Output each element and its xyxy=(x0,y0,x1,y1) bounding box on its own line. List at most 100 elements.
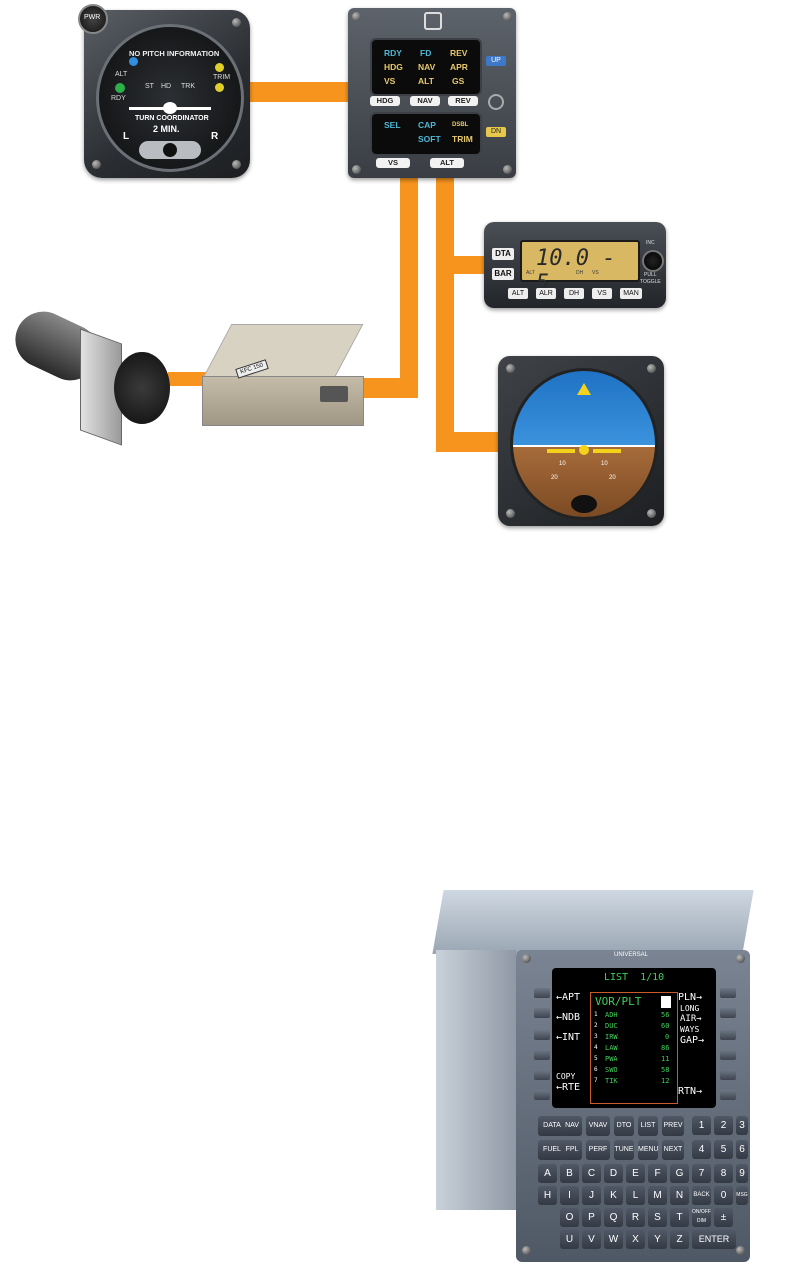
man-button[interactable]: MAN xyxy=(620,288,642,299)
key-t[interactable]: T xyxy=(670,1208,689,1227)
key-0[interactable]: 0 xyxy=(714,1186,733,1205)
key-tune[interactable]: TUNE xyxy=(614,1140,634,1160)
up-button[interactable]: UP xyxy=(486,56,506,66)
nav-button[interactable]: NAV xyxy=(410,96,440,106)
key-e[interactable]: E xyxy=(626,1164,645,1183)
key-o[interactable]: O xyxy=(560,1208,579,1227)
key-r[interactable]: R xyxy=(626,1208,645,1227)
key-data[interactable]: DATA xyxy=(538,1116,566,1136)
key-perf[interactable]: PERF xyxy=(586,1140,610,1160)
vs-button[interactable]: VS xyxy=(376,158,410,168)
key-1[interactable]: 1 xyxy=(692,1116,711,1135)
list-item[interactable]: LAW xyxy=(605,1044,618,1052)
key-on-off-dim[interactable]: ON/OFF DIM xyxy=(692,1208,711,1227)
list-item[interactable]: IRW xyxy=(605,1033,618,1041)
list-num: 7 xyxy=(594,1077,598,1084)
lsk-left-2[interactable] xyxy=(534,1008,550,1018)
key-j[interactable]: J xyxy=(582,1186,601,1205)
key-vnav[interactable]: VNAV xyxy=(586,1116,610,1136)
key-dto[interactable]: DTO xyxy=(614,1116,634,1136)
key-f[interactable]: F xyxy=(648,1164,667,1183)
tc-left-label: L xyxy=(123,131,130,142)
label-rte: ←RTE xyxy=(556,1082,581,1093)
trim-knob-icon[interactable] xyxy=(488,94,504,110)
key-next[interactable]: NEXT xyxy=(662,1140,684,1160)
key-fuel[interactable]: FUEL xyxy=(538,1140,566,1160)
list-box: VOR/PLT 1 2 3 4 5 6 7 ADH DUC IRW LAW PW… xyxy=(590,992,678,1104)
key-4[interactable]: 4 xyxy=(692,1140,711,1159)
key-9[interactable]: 9 xyxy=(736,1164,748,1183)
vs-sel-button[interactable]: VS xyxy=(592,288,612,299)
key-b[interactable]: B xyxy=(560,1164,579,1183)
list-item[interactable]: DUC xyxy=(605,1022,618,1030)
lsk-left-5[interactable] xyxy=(534,1070,550,1080)
key-menu[interactable]: MENU xyxy=(638,1140,659,1160)
dh-button[interactable]: DH xyxy=(564,288,584,299)
key-plus-minus[interactable]: ± xyxy=(714,1208,733,1227)
key-x[interactable]: X xyxy=(626,1230,645,1249)
key-h[interactable]: H xyxy=(538,1186,557,1205)
key-z[interactable]: Z xyxy=(670,1230,689,1249)
key-d[interactable]: D xyxy=(604,1164,623,1183)
selector-knob[interactable] xyxy=(642,250,664,272)
key-u[interactable]: U xyxy=(560,1230,579,1249)
key-7[interactable]: 7 xyxy=(692,1164,711,1183)
cursor-box xyxy=(661,996,671,1008)
lsk-left-6[interactable] xyxy=(534,1090,550,1100)
key-w[interactable]: W xyxy=(604,1230,623,1249)
lsk-left-1[interactable] xyxy=(534,988,550,998)
key-back[interactable]: BACK xyxy=(692,1186,711,1205)
key-p[interactable]: P xyxy=(582,1208,601,1227)
key-i[interactable]: I xyxy=(560,1186,579,1205)
alr-button[interactable]: ALR xyxy=(536,288,556,299)
attitude-knob[interactable] xyxy=(571,495,597,513)
key-n[interactable]: N xyxy=(670,1186,689,1205)
lsk-right-5[interactable] xyxy=(720,1070,736,1080)
key-nav[interactable]: NAV xyxy=(562,1116,582,1136)
key-2[interactable]: 2 xyxy=(714,1116,733,1135)
key-a[interactable]: A xyxy=(538,1164,557,1183)
key-v[interactable]: V xyxy=(582,1230,601,1249)
sky-pointer-icon xyxy=(577,383,591,395)
lsk-left-4[interactable] xyxy=(534,1050,550,1060)
power-knob[interactable]: PWR xyxy=(78,4,108,34)
lsk-right-2[interactable] xyxy=(720,1008,736,1018)
lsk-right-6[interactable] xyxy=(720,1090,736,1100)
list-item[interactable]: PWA xyxy=(605,1055,618,1063)
key-3[interactable]: 3 xyxy=(736,1116,748,1135)
key-msg[interactable]: MSG xyxy=(736,1186,748,1205)
key-k[interactable]: K xyxy=(604,1186,623,1205)
list-item[interactable]: ADH xyxy=(605,1011,618,1019)
list-item[interactable]: SWO xyxy=(605,1066,618,1074)
alt-sel-button[interactable]: ALT xyxy=(508,288,528,299)
rev-button[interactable]: REV xyxy=(448,96,478,106)
key-q[interactable]: Q xyxy=(604,1208,623,1227)
key-6[interactable]: 6 xyxy=(736,1140,748,1159)
key-y[interactable]: Y xyxy=(648,1230,667,1249)
list-item[interactable]: TIK xyxy=(605,1077,618,1085)
key-s[interactable]: S xyxy=(648,1208,667,1227)
key-8[interactable]: 8 xyxy=(714,1164,733,1183)
key-prev[interactable]: PREV xyxy=(662,1116,684,1136)
key-c[interactable]: C xyxy=(582,1164,601,1183)
key-5[interactable]: 5 xyxy=(714,1140,733,1159)
hdg-button[interactable]: HDG xyxy=(370,96,400,106)
altitude-display: 10.0 - 5 ALT DH VS xyxy=(520,240,640,296)
lsk-right-4[interactable] xyxy=(720,1050,736,1060)
key-l[interactable]: L xyxy=(626,1186,645,1205)
dta-button[interactable]: DTA xyxy=(492,248,514,260)
lsk-right-1[interactable] xyxy=(720,988,736,998)
list-num: 1 xyxy=(594,1011,598,1018)
list-value: 56 xyxy=(661,1011,670,1019)
label-rtn: RTN→ xyxy=(678,1086,703,1097)
key-m[interactable]: M xyxy=(648,1186,667,1205)
key-fpl[interactable]: FPL xyxy=(562,1140,582,1160)
alt-button[interactable]: ALT xyxy=(430,158,464,168)
lsk-left-3[interactable] xyxy=(534,1030,550,1040)
lsk-right-3[interactable] xyxy=(720,1030,736,1040)
key-enter[interactable]: ENTER xyxy=(692,1230,736,1249)
dn-button[interactable]: DN xyxy=(486,127,506,137)
key-g[interactable]: G xyxy=(670,1164,689,1183)
bar-button[interactable]: BAR xyxy=(492,268,514,280)
key-list[interactable]: LIST xyxy=(638,1116,658,1136)
